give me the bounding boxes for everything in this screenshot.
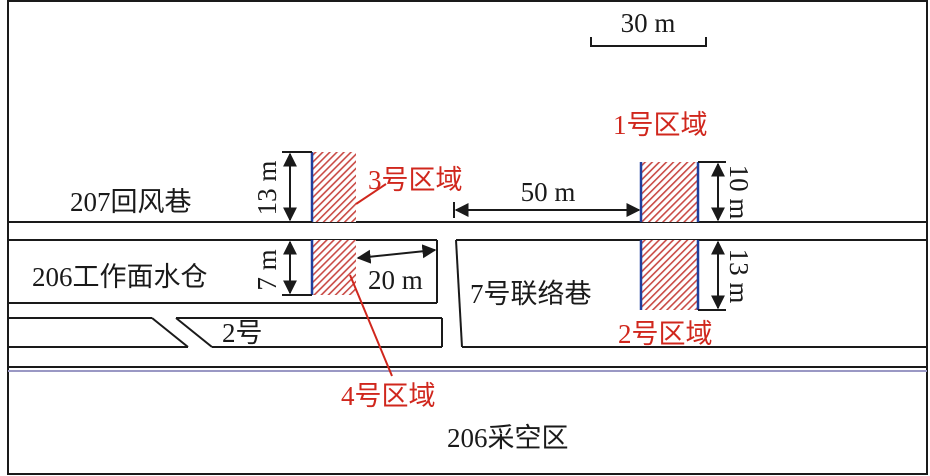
zone-1-area [639,162,700,222]
dim-13m-right: 13 m [698,240,754,311]
zone-1-label: 1号区域 [613,110,708,140]
goaf-206-label: 206采空区 [447,423,569,453]
dim-20m-label: 20 m [368,265,423,295]
zone-2-area [639,240,700,310]
tunnel-207-label: 207回风巷 [70,187,192,217]
dim-7m-left-label: 7 m [252,249,282,290]
dim-10m-right-label: 10 m [724,165,754,220]
zone-4-area [310,240,356,295]
tunnel-lines [8,221,927,372]
dim-20m: 20 m [356,244,437,295]
tunnel-7-label: 7号联络巷 [470,279,592,309]
zone-2-label: 2号区域 [618,319,713,349]
zone-3-label: 3号区域 [368,165,463,195]
dim-50m-label: 50 m [521,177,576,207]
outer-frame [7,0,928,475]
scale-bar: 30 m [590,8,707,47]
zone-3-leader [355,183,387,205]
zone-3-area [310,152,356,222]
dim-13m-right-label: 13 m [724,249,754,304]
dim-50m: 50 m [453,177,641,218]
dim-10m-right: 10 m [698,161,754,222]
tunnel-2-label: 2号 [222,318,263,348]
sump-206-label: 206工作面水仓 [32,262,208,292]
dim-13m-left-label: 13 m [252,161,282,216]
dim-13m-left: 13 m [252,151,312,223]
zone-4-label: 4号区域 [341,381,436,411]
scale-label: 30 m [621,8,676,38]
dim-7m-left: 7 m [252,240,312,296]
zone-4-leader [349,274,393,377]
